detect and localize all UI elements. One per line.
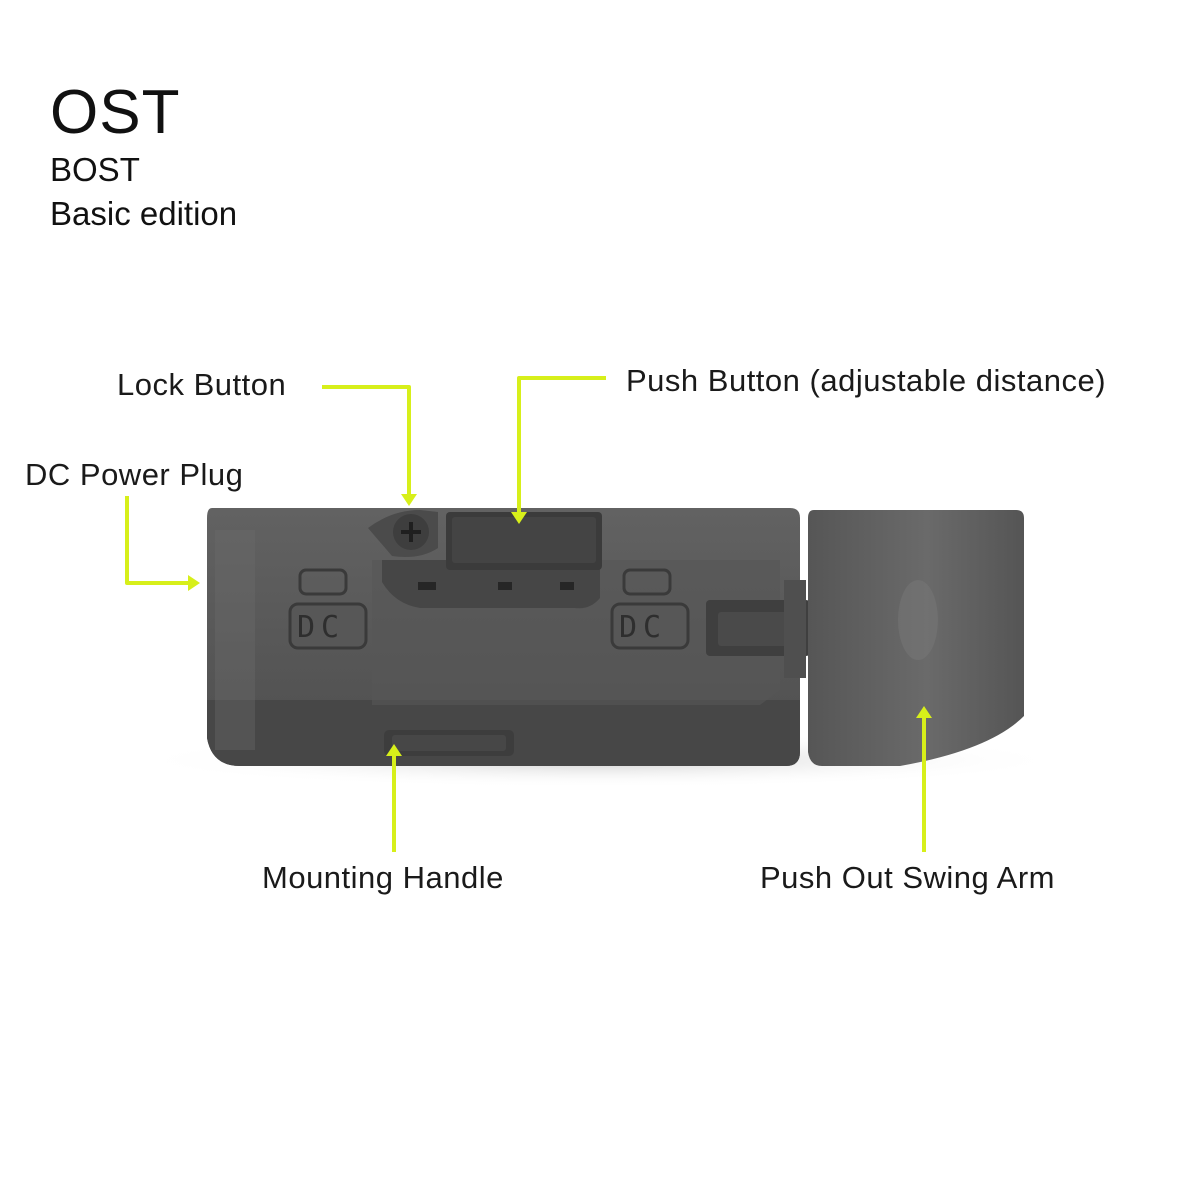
mounting-handle[interactable] — [384, 730, 514, 756]
mounting-handle-label: Mounting Handle — [262, 860, 504, 895]
push-out-swing-arm[interactable] — [808, 510, 1024, 766]
callout-leaders — [125, 376, 932, 852]
hinge-link — [706, 580, 810, 678]
product-code: BOST — [50, 151, 140, 188]
lock-button-arrowhead — [401, 494, 417, 506]
push-button[interactable] — [382, 512, 602, 609]
dc-power-port-right: DC — [610, 568, 690, 650]
swing-arm-arrowhead — [916, 706, 932, 718]
page-title: OST — [50, 78, 181, 147]
dc-port-label-right: DC — [619, 610, 667, 645]
dc-power-plug-leader — [125, 496, 192, 585]
page-heading: OST BOST Basic edition — [50, 78, 237, 236]
lock-button-leader — [322, 385, 411, 498]
edition-label: Basic edition — [50, 195, 238, 232]
dc-power-plug-label: DC Power Plug — [25, 457, 244, 492]
mounting-handle-arrowhead — [386, 744, 402, 756]
dc-port-label-left: DC — [297, 610, 345, 645]
push-out-swing-arm-label: Push Out Swing Arm — [760, 860, 1056, 895]
dc-power-port-left: DC — [288, 568, 368, 650]
lock-button[interactable] — [368, 510, 438, 557]
push-button-label: Push Button (adjustable distance) — [626, 363, 1107, 398]
push-button-arrowhead — [511, 512, 527, 524]
dc-power-plug-arrowhead — [188, 575, 200, 591]
lock-button-label: Lock Button — [117, 367, 287, 402]
push-button-leader — [517, 376, 606, 516]
